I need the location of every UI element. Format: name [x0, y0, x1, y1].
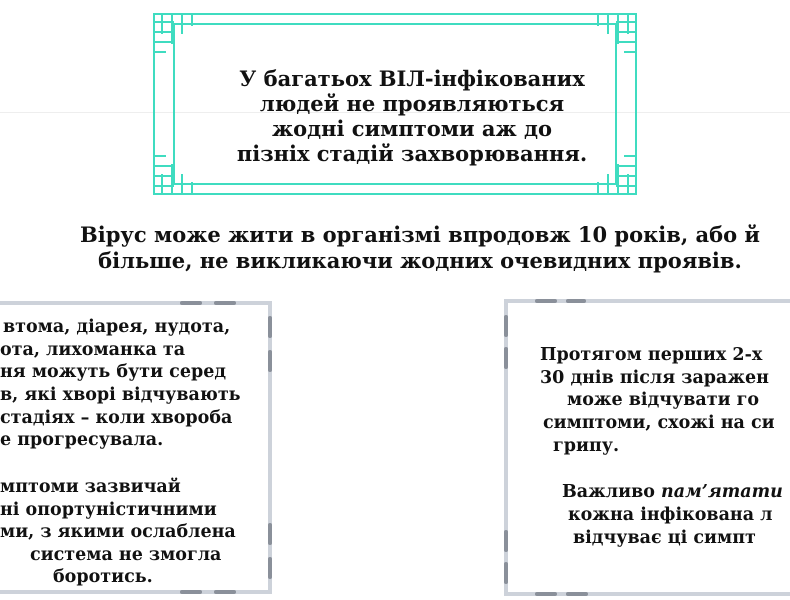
- text-line: е прогресувала.: [0, 430, 164, 450]
- text-line: може відчувати го: [567, 390, 760, 410]
- text-line: втома, діарея, нудота,: [3, 317, 231, 337]
- text-line: ота, лихоманка та: [0, 340, 186, 360]
- text-line: кожна інфікована л: [568, 505, 773, 525]
- headline-line: людей не проявляються: [259, 91, 565, 116]
- headline-line: пізніх стадій захворювання.: [236, 141, 588, 166]
- text-line: Важливо пам’ятати: [562, 481, 783, 503]
- headline-line: жодні симптоми аж до: [271, 116, 553, 141]
- main-statement: Вірус може жити в організмі впродовж 10 …: [40, 222, 790, 274]
- main-line: більше, не викликаючи жодних очевидних п…: [98, 248, 742, 273]
- text-line: боротись.: [53, 567, 153, 587]
- main-line: Вірус може жити в організмі впродовж 10 …: [80, 222, 760, 247]
- text-line: стадіях – коли хвороба: [0, 408, 233, 428]
- text-line: симптоми, схожі на си: [543, 413, 775, 433]
- text-line: відчуває ці симпт: [573, 528, 756, 548]
- headline: У багатьох ВІЛ-інфікованих людей не проя…: [200, 66, 624, 166]
- text-line: ми, з якими ослаблена: [0, 522, 236, 542]
- text-line: грипу.: [553, 436, 620, 456]
- text-line: мптоми зазвичай: [0, 477, 181, 497]
- text-line: ня можуть бути серед: [0, 362, 227, 382]
- text-line: ні опортуністичними: [0, 500, 217, 520]
- text-line: Протягом перших 2-х: [540, 345, 763, 365]
- background-divider: [0, 112, 790, 113]
- headline-line: У багатьох ВІЛ-інфікованих: [239, 66, 585, 91]
- ornamental-frame: [152, 12, 638, 196]
- text-plain: Важливо: [562, 482, 662, 502]
- text-emphasis: пам’ятати: [661, 482, 783, 502]
- text-line: в, які хворі відчувають: [0, 385, 241, 405]
- text-line: 30 днів після заражен: [540, 368, 769, 388]
- text-line: система не змогла: [30, 545, 222, 565]
